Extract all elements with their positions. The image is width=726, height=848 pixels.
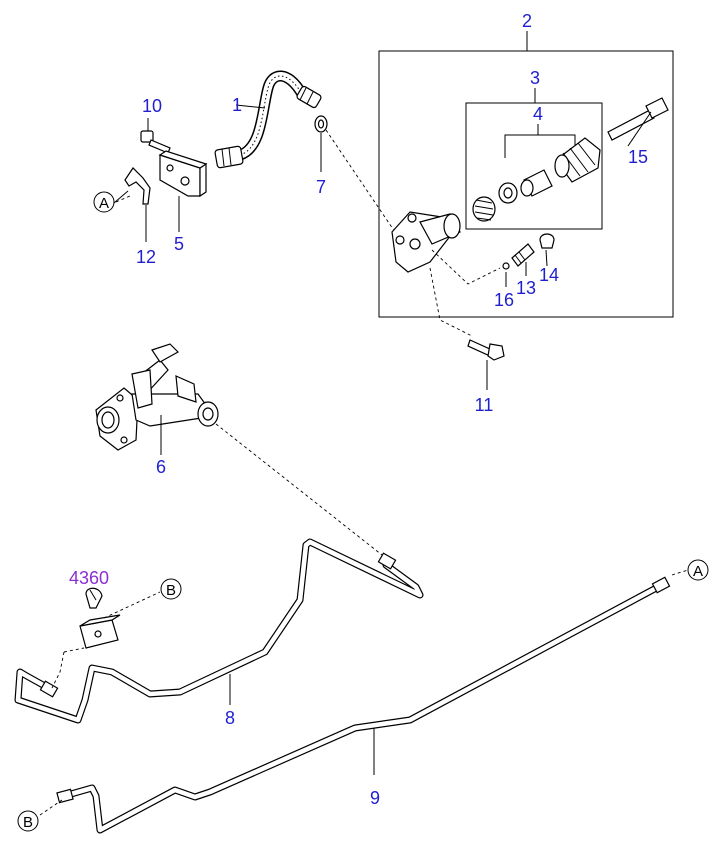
clip-12: [113, 167, 151, 242]
bleeder-screw-13: [511, 243, 535, 276]
callout-7: 7: [316, 177, 326, 197]
ref-circle-b-bottom: B: [17, 810, 39, 832]
slave-cylinder-body: [391, 211, 501, 337]
callout-11: 11: [475, 395, 494, 415]
callout-5: 5: [174, 234, 184, 254]
callout-8: 8: [225, 708, 235, 728]
ref-circle-a-right: A: [687, 559, 709, 581]
callout-3: 3: [530, 68, 540, 88]
ref-circle-b-top: B: [160, 578, 182, 600]
push-rod-15: [607, 97, 669, 147]
ref-a-left-leader: [115, 195, 131, 203]
callout-13: 13: [516, 278, 536, 298]
ref-b-bottom-leader: [39, 799, 63, 816]
ref-a-right-leader: [671, 569, 689, 576]
callout-2: 2: [522, 11, 532, 31]
clip-4360: [85, 587, 103, 609]
pipe-connector-block: [51, 591, 161, 689]
ref-a-left-text: A: [99, 195, 109, 212]
callout-1: 1: [232, 95, 242, 115]
assembly-3-box: [465, 88, 603, 230]
bleeder-cap-14: [539, 233, 555, 267]
master-cylinder-6: [95, 343, 383, 556]
spring: [472, 196, 496, 222]
ref-circle-a-left: A: [93, 191, 115, 213]
ref-b-top-text: B: [166, 582, 176, 599]
boot: [554, 137, 601, 183]
callout-9: 9: [370, 788, 380, 808]
callout-12: 12: [136, 247, 156, 267]
callout-16: 16: [494, 290, 514, 310]
washer-7: [314, 115, 396, 233]
assembly-2-box: [378, 31, 674, 318]
callout-4360: 4360: [69, 568, 109, 588]
callout-6: 6: [156, 457, 166, 477]
pipe-8: [14, 538, 424, 724]
callout-10: 10: [142, 96, 162, 116]
pipe-9: [56, 576, 671, 834]
callout-14: 14: [539, 265, 559, 285]
flexible-hose-1: [214, 70, 322, 169]
callout-4: 4: [533, 104, 543, 124]
ref-a-right-text: A: [693, 563, 703, 580]
ref-b-bottom-text: B: [23, 814, 33, 831]
seal-cup: [498, 182, 518, 204]
bolt-10: [140, 118, 171, 154]
bolt-11: [467, 339, 505, 390]
bracket-5: [158, 150, 208, 232]
bleeder-ball-16: [502, 262, 510, 287]
piston: [520, 169, 553, 197]
callout-15: 15: [628, 147, 648, 167]
